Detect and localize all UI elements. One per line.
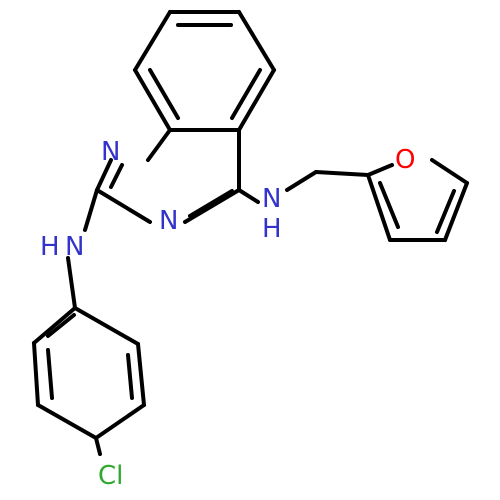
bond: [32, 306, 77, 345]
bond: [443, 181, 469, 242]
atom-label-n3: N: [159, 206, 178, 236]
bond: [148, 68, 180, 120]
atom-label-h-furfuryl: H: [262, 214, 282, 244]
bond: [136, 342, 146, 407]
bond: [435, 189, 456, 234]
bond: [126, 353, 134, 400]
bond: [133, 10, 172, 72]
bond: [366, 173, 392, 242]
bond: [95, 188, 152, 224]
bond: [133, 68, 172, 132]
bond: [430, 158, 469, 185]
atom-label-n1: N: [101, 137, 120, 167]
bond: [237, 188, 260, 204]
bond: [314, 170, 370, 177]
bond: [46, 313, 76, 338]
bonds: [32, 10, 469, 456]
bond: [378, 181, 400, 229]
atom-labels: N N N H N H O Cl: [40, 137, 415, 491]
bond: [73, 306, 140, 346]
bond: [285, 170, 318, 192]
bond: [146, 128, 172, 162]
atom-label-nh-aryl: N: [65, 232, 84, 262]
bond: [230, 68, 262, 120]
atom-label-o-furan: O: [395, 145, 415, 175]
bond: [83, 188, 99, 232]
bond: [94, 436, 102, 456]
bond: [95, 158, 113, 192]
bond: [36, 403, 98, 440]
bond: [183, 188, 241, 224]
bond: [237, 68, 276, 132]
bond: [188, 189, 234, 218]
bond: [32, 341, 40, 407]
bond: [237, 10, 276, 72]
bond: [66, 256, 77, 310]
bond: [94, 403, 146, 440]
atom-label-nh-furfuryl: N: [262, 184, 281, 214]
bond: [46, 348, 54, 400]
bond: [366, 163, 394, 177]
atom-label-chlorine: Cl: [98, 461, 123, 491]
atom-label-h-aryl: H: [40, 232, 60, 262]
bond: [109, 163, 124, 189]
